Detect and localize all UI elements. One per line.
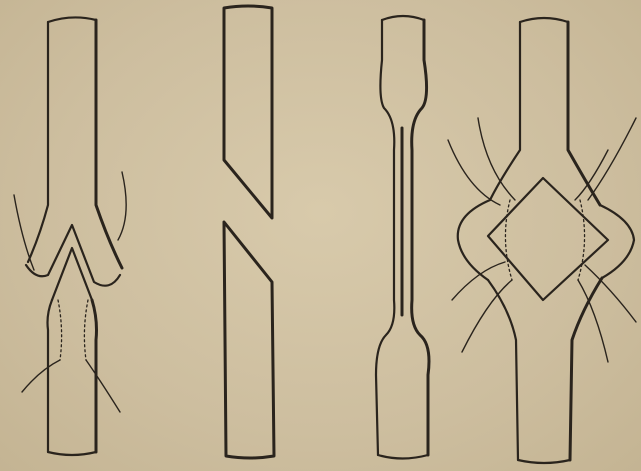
lower-segment-left-edge <box>48 300 53 452</box>
suture-lower-left-2 <box>462 280 512 352</box>
suture-hidden-left <box>58 300 62 360</box>
upper-segment-top <box>48 17 96 22</box>
shaft-top-left <box>490 22 520 200</box>
panel-rod-graft <box>376 16 429 459</box>
rod-outline-left <box>376 20 394 455</box>
rod-base <box>378 455 428 459</box>
suture-hidden-right <box>84 300 88 360</box>
suture-right-top <box>118 172 126 240</box>
upper-segment-left-edge <box>28 22 48 262</box>
suture-left-bottom <box>22 360 60 392</box>
suture-left-top <box>14 195 34 270</box>
rod-top <box>382 16 424 20</box>
suture-upper-right <box>588 118 636 200</box>
lower-segment-right-edge <box>92 300 97 452</box>
shaft-top-right <box>568 22 600 205</box>
shaft-bottom-base <box>518 460 570 463</box>
rod-outline-right <box>412 20 429 455</box>
shaft-bottom-left <box>488 280 518 460</box>
lower-segment-base <box>48 452 96 455</box>
panel-left-splice <box>14 17 126 455</box>
suture-right-bottom <box>86 360 120 412</box>
upper-piece <box>224 6 272 218</box>
shaft-top-cap <box>520 18 568 22</box>
shaft-bottom-right <box>570 278 602 460</box>
panel-oblique-cut <box>224 6 274 458</box>
left-lobe <box>458 200 490 280</box>
panel-right-splice <box>448 18 636 463</box>
lower-piece <box>224 222 274 458</box>
upper-segment-right-edge <box>96 20 122 268</box>
